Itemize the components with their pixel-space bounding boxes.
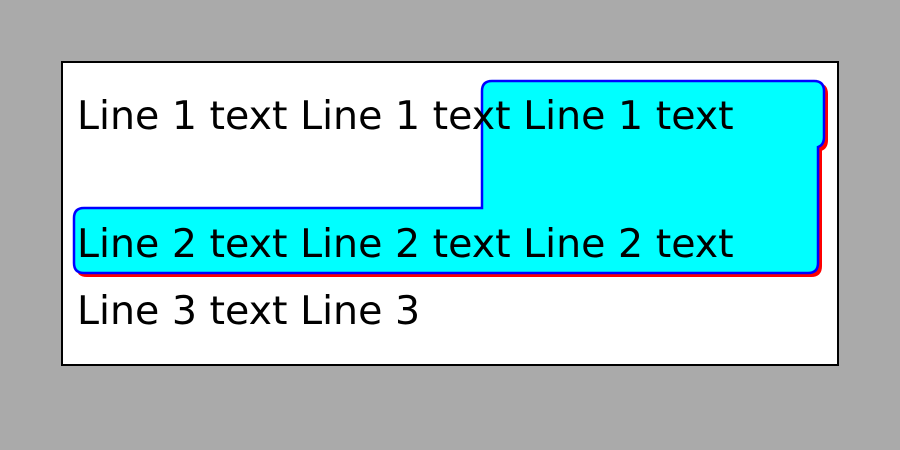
selection-fill	[72, 79, 826, 275]
text-line-2: Line 2 text Line 2 text Line 2 text	[77, 221, 734, 267]
text-line-3: Line 3 text Line 3	[77, 288, 421, 334]
text-line-1: Line 1 text Line 1 text Line 1 text	[77, 93, 734, 139]
